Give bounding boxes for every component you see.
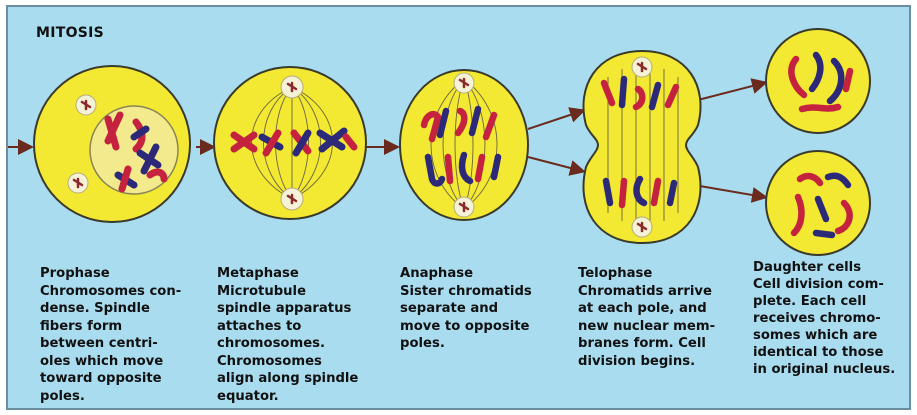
stage-name: Anaphase <box>400 265 575 283</box>
arrow-telophase-to-daughter-bottom <box>694 185 764 197</box>
stage-description-line: identical to those <box>753 344 911 361</box>
stage-description-line: spindle apparatus <box>217 300 392 318</box>
stage-name: Metaphase <box>217 265 392 283</box>
caption-metaphase: Metaphase Microtubule spindle apparatus … <box>217 265 392 405</box>
caption-anaphase: Anaphase Sister chromatids separate and … <box>400 265 575 353</box>
arrow-telophase-to-daughter-top <box>694 83 764 101</box>
stage-description-line: attaches to <box>217 318 392 336</box>
stage-description-line: Sister chromatids <box>400 283 575 301</box>
stage-description-line: poles. <box>400 335 575 353</box>
stage-name: Telophase <box>578 265 753 283</box>
stage-description-line: poles. <box>40 388 210 406</box>
stage-description-line: branes form. Cell <box>578 335 753 353</box>
stage-description-line: equator. <box>217 388 392 406</box>
metaphase-cell <box>214 67 366 219</box>
anaphase-cell <box>400 70 528 220</box>
stage-name: Daughter cells <box>753 259 911 276</box>
stage-description-line: fibers form <box>40 318 210 336</box>
stage-description-line: between centri- <box>40 335 210 353</box>
stage-description-line: at each pole, and <box>578 300 753 318</box>
mitosis-diagram-panel: MITOSIS <box>6 5 911 410</box>
stage-description-line: separate and <box>400 300 575 318</box>
stage-description-line: receives chromo- <box>753 310 911 327</box>
stage-description-line: Chromosomes con- <box>40 283 210 301</box>
stage-description-line: somes which are <box>753 327 911 344</box>
caption-telophase: Telophase Chromatids arrive at each pole… <box>578 265 753 370</box>
stage-description-line: Cell division com- <box>753 276 911 293</box>
stage-description-line: new nuclear mem- <box>578 318 753 336</box>
daughter-cell-top <box>766 29 870 133</box>
caption-prophase: Prophase Chromosomes con- dense. Spindle… <box>40 265 210 405</box>
prophase-cell <box>34 66 190 222</box>
stage-name: Prophase <box>40 265 210 283</box>
stage-description-line: Chromosomes <box>217 353 392 371</box>
stage-description-line: in original nucleus. <box>753 361 911 378</box>
arrow-anaphase-to-telophase-bottom <box>528 157 582 171</box>
stage-description-line: Microtubule <box>217 283 392 301</box>
stage-description-line: plete. Each cell <box>753 293 911 310</box>
daughter-cell-bottom <box>766 151 870 255</box>
stage-description-line: move to opposite <box>400 318 575 336</box>
stage-description-line: oles which move <box>40 353 210 371</box>
arrow-anaphase-to-telophase-top <box>528 111 582 129</box>
stage-description-line: chromosomes. <box>217 335 392 353</box>
telophase-cell <box>583 51 700 243</box>
caption-daughter-cells: Daughter cells Cell division com- plete.… <box>753 259 911 378</box>
stage-description-line: toward opposite <box>40 370 210 388</box>
stage-description-line: dense. Spindle <box>40 300 210 318</box>
stage-description-line: Chromatids arrive <box>578 283 753 301</box>
stage-description-line: align along spindle <box>217 370 392 388</box>
stage-description-line: division begins. <box>578 353 753 371</box>
